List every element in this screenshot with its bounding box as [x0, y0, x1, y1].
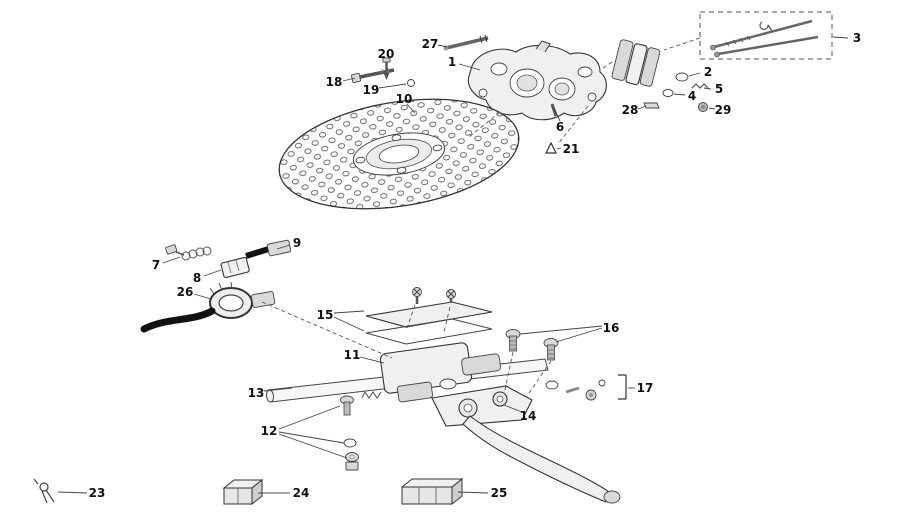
fastener-23	[33, 478, 55, 504]
connector-25	[400, 477, 464, 506]
callout-16: 16	[603, 321, 620, 335]
callout-19: 19	[363, 83, 380, 97]
callout-11: 11	[344, 348, 361, 362]
callout-20: 20	[378, 47, 395, 61]
brake-cable	[140, 307, 216, 333]
brake-pads	[611, 39, 661, 87]
reservoir-plates	[365, 287, 493, 345]
callout-6: 6	[556, 120, 564, 134]
brake-lever	[462, 415, 621, 504]
callout-18: 18	[326, 75, 343, 89]
callout-26: 26	[177, 285, 194, 299]
callout-10: 10	[396, 92, 413, 106]
callout-5: 5	[715, 82, 723, 96]
callout-12: 12	[261, 424, 278, 438]
callout-9: 9	[293, 236, 301, 250]
pad-pin	[443, 34, 489, 51]
construction-lines	[261, 37, 701, 397]
callout-23: 23	[89, 486, 106, 500]
callout-labels: 1 2 3 4 5 6 7 8 9 10 11 12 13 14 15 16 1…	[89, 31, 862, 500]
brake-switch	[165, 239, 292, 279]
callout-17: 17	[637, 381, 654, 395]
callout-7: 7	[152, 258, 160, 272]
callout-24: 24	[293, 486, 310, 500]
callout-25: 25	[491, 486, 508, 500]
callout-13: 13	[248, 386, 265, 400]
hose-clamp	[140, 281, 276, 333]
caliper-bolt	[350, 68, 395, 84]
lever-bolts	[505, 329, 559, 361]
mount-bolt	[550, 103, 558, 117]
callout-2: 2	[704, 65, 712, 79]
cover-screw	[412, 287, 422, 304]
master-cylinder	[361, 342, 501, 403]
direction-marker-icon	[545, 141, 557, 154]
callout-27: 27	[422, 37, 439, 51]
adjuster-hardware	[340, 395, 359, 471]
pin-kit-box	[699, 11, 833, 60]
callout-8: 8	[193, 271, 201, 285]
callout-3: 3	[853, 31, 861, 45]
callout-15: 15	[317, 308, 334, 322]
washer-icon	[407, 79, 415, 87]
top-fasteners	[350, 34, 489, 87]
callout-29: 29	[715, 103, 732, 117]
connector-24	[222, 478, 264, 506]
callout-21: 21	[563, 142, 580, 156]
callout-4: 4	[688, 89, 696, 103]
callout-14: 14	[520, 409, 537, 423]
brake-caliper	[467, 40, 607, 121]
leader-lines	[57, 36, 849, 494]
callout-1: 1	[448, 55, 456, 69]
brake-disc	[278, 98, 520, 210]
callout-28: 28	[622, 103, 639, 117]
lever-perch	[431, 385, 533, 427]
bleed-screw	[382, 57, 391, 80]
pivot-hardware	[545, 374, 627, 401]
